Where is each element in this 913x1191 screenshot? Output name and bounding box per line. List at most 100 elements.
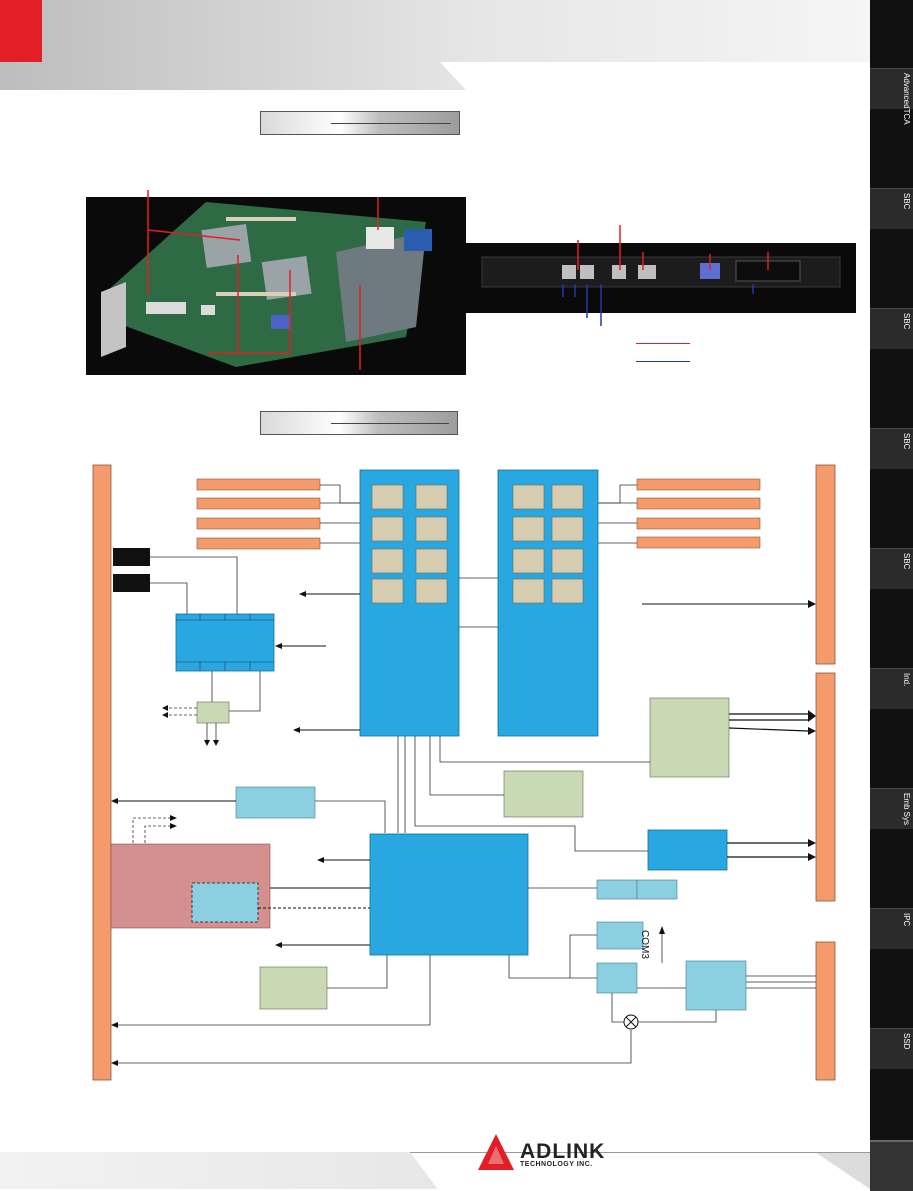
photo-callouts — [147, 190, 379, 370]
cpu-pch-links — [315, 736, 650, 852]
com3-arrowhead — [659, 926, 665, 934]
memory-bar-r2 — [636, 497, 761, 510]
faceplate-rj45-1 — [562, 265, 576, 279]
cpu1-left-arrows — [282, 593, 360, 731]
faceplate-callouts — [562, 225, 769, 326]
pink-inner-block — [191, 882, 259, 923]
vga-port — [271, 315, 291, 329]
section-bar-features — [260, 111, 460, 135]
lightblue-large — [685, 960, 747, 1011]
phy-arrowheads — [162, 705, 219, 746]
rj45-ports — [146, 302, 186, 314]
logo-tagline: TECHNOLOGY INC. — [520, 1161, 593, 1168]
block-diagram — [92, 464, 836, 1081]
sidebar-tab-7[interactable]: Emb Sys — [870, 788, 913, 829]
com3-label: COM3 — [639, 930, 650, 959]
blue-block-arrowhead-2 — [808, 853, 816, 861]
sidebar-tab-6[interactable]: Ind. — [870, 668, 913, 709]
pink-dashed-arrows — [132, 817, 170, 843]
memory-bar-r1 — [636, 478, 761, 491]
memory-bar-r4 — [636, 536, 761, 549]
sidebar-page-block — [870, 1140, 913, 1191]
green-block-links — [728, 713, 809, 732]
green-block-bottom — [259, 966, 328, 1010]
mux-backplane-arrowhead — [111, 1060, 118, 1066]
lightblue-pair-2 — [636, 879, 678, 900]
rj45-port-3 — [201, 305, 215, 315]
pch-backplane-arrowhead — [111, 1022, 118, 1028]
pink-arrowhead-1 — [170, 815, 177, 821]
cpu2-cache-cells — [512, 484, 584, 604]
pch-block — [369, 833, 529, 956]
connector-white — [366, 227, 394, 249]
faceplate-rj45-2 — [580, 265, 594, 279]
sidebar-tab-5[interactable]: SBC — [870, 548, 913, 589]
lightblue-block-top — [235, 786, 316, 819]
lightblue-small-2 — [596, 962, 638, 994]
faceplate-photo — [466, 243, 856, 313]
sidebar-tab-9[interactable]: SSD — [870, 1028, 913, 1069]
pch-arrowhead-1 — [317, 857, 324, 863]
header-cut — [440, 62, 870, 90]
section-bar-block-diagram — [260, 411, 458, 435]
blue-block-links — [727, 842, 808, 858]
phy-block — [196, 701, 230, 724]
board-photo — [86, 197, 466, 375]
faceplate-illustration — [481, 256, 841, 288]
right-backplane-bar-2 — [815, 672, 836, 902]
right-backplane-bar-1 — [815, 464, 836, 665]
green-block-right — [649, 697, 730, 778]
cpu2-backplane-arrowhead — [808, 600, 816, 608]
blue-block-arrowhead-1 — [808, 839, 816, 847]
category-sidebar: AdvancedTCA SBC SBC SBC SBC Ind. Emb Sys… — [870, 0, 913, 1189]
connector-blue — [404, 229, 432, 251]
switch-port-lines — [176, 614, 274, 671]
dimm-slot-2 — [216, 292, 296, 296]
lower-right-links — [118, 934, 816, 1064]
lightblue-block-arrowhead — [111, 798, 118, 804]
pink-arrowhead-2 — [170, 823, 177, 829]
phy-arrows — [168, 707, 217, 742]
cpu1-cache-cells — [371, 484, 448, 604]
blue-block-right — [647, 829, 728, 871]
footer-line — [410, 1152, 870, 1153]
header-red-block — [0, 0, 42, 62]
legend-blue-line — [636, 361, 690, 362]
lightblue-pair-1 — [596, 879, 638, 900]
lightblue-small-1 — [596, 921, 644, 950]
green-block-arrowhead-2 — [808, 727, 816, 735]
sidebar-tab-2[interactable]: SBC — [870, 188, 913, 229]
left-backplane-bar — [92, 464, 112, 1081]
legend-red-line — [636, 343, 690, 344]
faceplate-vga — [700, 263, 720, 279]
green-block-center — [503, 770, 584, 818]
memory-bar-r3 — [636, 517, 761, 530]
memory-bar-l4 — [196, 537, 321, 550]
adlink-triangle-icon — [478, 1134, 514, 1170]
black-block-1 — [113, 548, 150, 566]
faceplate-rj45-3 — [612, 265, 626, 279]
mux-cross-2 — [625, 1016, 637, 1028]
sidebar-tab-4[interactable]: SBC — [870, 428, 913, 469]
sidebar-tab-3[interactable]: SBC — [870, 308, 913, 349]
black-block-2 — [113, 574, 150, 592]
pch-arrowhead-2 — [275, 942, 282, 948]
pch-pink-links — [258, 859, 370, 946]
switch-connectors — [150, 556, 261, 712]
heatsink-cover — [336, 232, 426, 342]
cpu-2 — [261, 255, 312, 300]
green-block-arrowhead-1 — [808, 710, 816, 722]
board-illustration — [101, 202, 432, 367]
sidebar-tab-1[interactable]: AdvancedTCA — [870, 68, 913, 125]
logo-name: ADLINK — [520, 1140, 606, 1163]
memory-bar-l2 — [196, 497, 321, 510]
front-panel — [101, 282, 126, 357]
memory-bar-l1 — [196, 478, 321, 491]
dimm-slot-1 — [226, 217, 296, 221]
memory-connectors — [320, 484, 637, 544]
cpu-1 — [201, 223, 252, 268]
sidebar-tab-8[interactable]: IPC — [870, 908, 913, 949]
right-backplane-bar-3 — [815, 941, 836, 1081]
cpu1-left-arrowheads — [275, 591, 306, 733]
memory-bar-l3 — [196, 517, 321, 530]
